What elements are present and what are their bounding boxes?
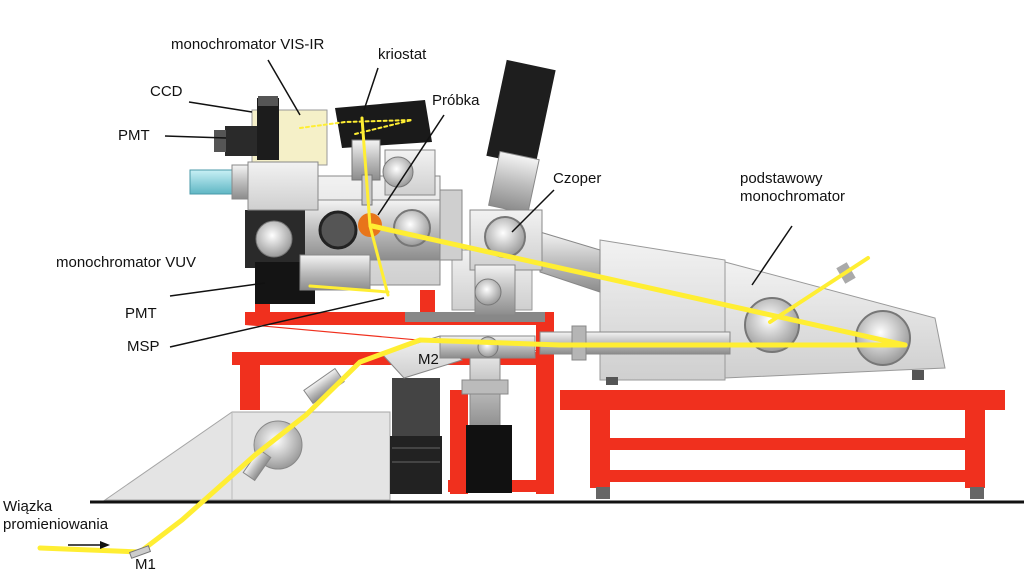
label-kriostat: kriostat: [378, 46, 427, 63]
label-wiazka-line1: Wiązka: [3, 498, 53, 515]
vis-ir-monochromator: [214, 96, 328, 211]
light-beams: [37, 116, 908, 555]
label-pmt-bottom: PMT: [125, 305, 157, 322]
label-m2: M2: [418, 351, 439, 368]
label-m1: M1: [135, 556, 156, 573]
basic-monochromator: [599, 239, 946, 385]
label-ccd: CCD: [150, 83, 183, 100]
right-table-frame: [560, 390, 1005, 499]
arrow-icon: [68, 541, 110, 549]
label-podstawowy-line2: monochromator: [740, 188, 846, 205]
label-monochromator-vis-ir: monochromator VIS-IR: [171, 36, 325, 53]
entry-housing: [103, 411, 391, 501]
vuv-monochromator: [245, 210, 371, 304]
label-monochromator-vuv: monochromator VUV: [56, 254, 197, 271]
central-column: [390, 344, 512, 494]
label-podstawowy-line1: podstawowy: [740, 170, 823, 187]
label-wiazka-line2: promieniowania: [3, 516, 109, 533]
chopper: [469, 59, 556, 316]
input-tube: [539, 231, 601, 293]
label-pmt-top: PMT: [118, 127, 150, 144]
label-czoper: Czoper: [553, 170, 602, 187]
label-msp: MSP: [127, 338, 160, 355]
leader-lines: [164, 59, 793, 348]
label-probka: Próbka: [432, 92, 480, 109]
m1-mirror: [128, 545, 152, 559]
